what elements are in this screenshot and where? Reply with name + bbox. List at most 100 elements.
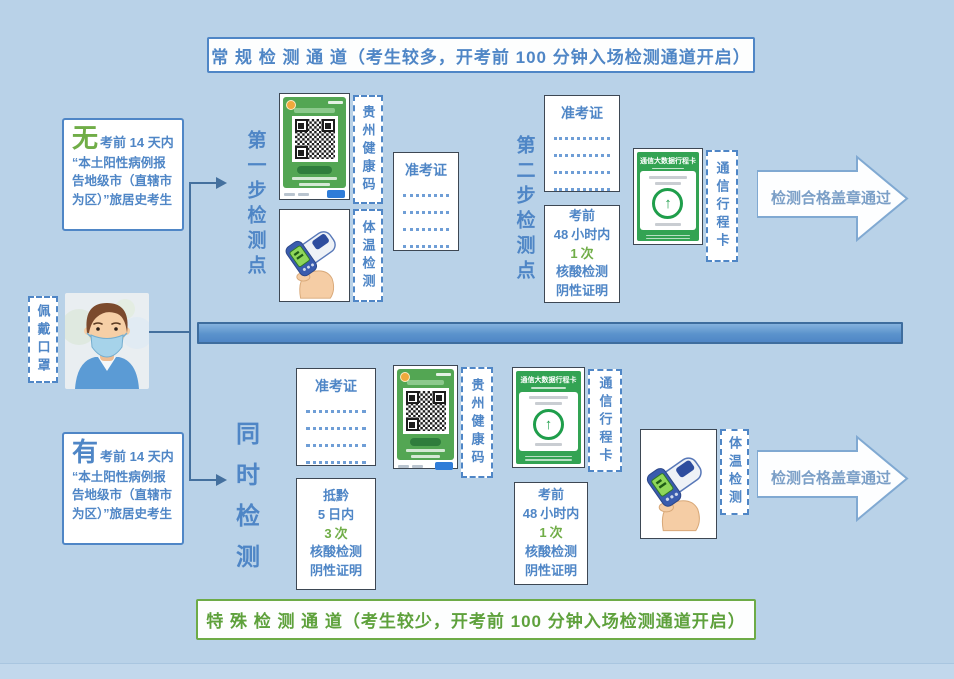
travel-arrow-glyph: ↑ (664, 195, 672, 213)
regular-channel-banner: 常 规 检 测 通 道（考生较多，开考前 100 分钟入场检测通道开启） (207, 37, 755, 73)
no-travel-history-heading: 无 考前 14 天内 (72, 124, 174, 153)
travel-card-top: 通信大数据行程卡 ↑ (633, 148, 703, 245)
subtext-bar (298, 183, 331, 186)
regular-channel-banner-text: 常 规 检 测 通 道（考生较多，开考前 100 分钟入场检测通道开启） (211, 47, 751, 67)
block-arrow-icon (757, 435, 909, 522)
footer-bar (298, 192, 309, 196)
ticket-dotted-line (403, 245, 449, 248)
step1-check-point-label: 第一步检测点 (240, 120, 270, 290)
ticket-dotted-line (554, 188, 610, 191)
pass-arrow-top-text: 检测合格盖章通过 (770, 190, 891, 207)
blue-button (327, 190, 345, 198)
arrowhead-to-simultaneous (216, 474, 227, 486)
temperature-label-top-text: 体温检测 (360, 219, 376, 292)
nat-test-name: 核酸检测 (309, 544, 362, 560)
wear-mask-label: 佩戴口罩 (28, 296, 58, 383)
no-history-description: “本土阳性病例报告地级市（直辖市为区）”旅居史考生 (72, 155, 173, 208)
has-travel-history-box: 有 考前 14 天内 “本土阳性病例报告地级市（直辖市为区）”旅居史考生 (62, 432, 184, 545)
travel-card-bottom: 通信大数据行程卡 ↑ (512, 367, 585, 468)
no-travel-history-box: 无 考前 14 天内 “本土阳性病例报告地级市（直辖市为区）”旅居史考生 (62, 118, 184, 231)
admission-ticket-title: 准考证 (315, 378, 357, 394)
avatar-dot-icon (400, 372, 410, 382)
travel-panel: ↑ (519, 391, 578, 451)
nat-test-name: 核酸检测 (555, 264, 608, 280)
health-code-screen-bottom (397, 369, 454, 460)
temperature-card-bottom (640, 429, 717, 539)
connector-top-line (189, 182, 217, 184)
title-text-bar (407, 380, 444, 385)
health-code-card-bottom (393, 365, 458, 470)
admission-ticket-card-3: 准考证 (296, 368, 376, 466)
header-text-bar (328, 101, 343, 104)
qr-pattern (294, 119, 335, 159)
simultaneous-check-label: 同时检测 (224, 419, 266, 587)
travel-panel: ↑ (640, 171, 696, 231)
ticket-dotted-line (403, 211, 449, 214)
health-code-label-bottom: 贵州健康码 (461, 367, 493, 478)
nat-window-value: 5 (317, 506, 326, 522)
panel-text-bar (655, 181, 681, 185)
panel-text-bar (649, 175, 687, 179)
pass-arrow-bottom-text: 检测合格盖章通过 (770, 470, 891, 487)
health-code-footer-top (283, 188, 346, 198)
admission-ticket-card-2: 准考证 (544, 95, 620, 192)
block-arrow-icon (757, 155, 909, 242)
travel-card-screen: 通信大数据行程卡 ↑ (637, 152, 699, 241)
travel-card-screen: 通信大数据行程卡 ↑ (516, 371, 581, 464)
scan-pill (410, 438, 441, 446)
nat-count-value: 1 (539, 525, 547, 541)
subtext-bar (411, 455, 440, 458)
special-channel-banner-text: 特 殊 检 测 通 道（考生较少，开考前 100 分钟入场检测通道开启） (206, 612, 746, 631)
pass-arrow-top: 检测合格盖章通过 (757, 155, 954, 242)
has-travel-history-heading: 有 考前 14 天内 (72, 438, 174, 467)
ticket-dotted-line (554, 171, 610, 174)
ticket-dotted-line (554, 154, 610, 157)
step2-check-point-label: 第二步检测点 (509, 120, 539, 300)
panel-text-bar (534, 443, 563, 447)
panel-text-bar (528, 396, 569, 400)
health-code-label-bottom-text: 贵州健康码 (469, 377, 485, 468)
connector-vertical-line (189, 183, 191, 481)
ticket-dotted-line (306, 410, 366, 413)
nat-count-value: 1 (570, 245, 578, 261)
keyword-none: 无 (72, 123, 99, 153)
nat-prefix: 考前 (537, 487, 564, 503)
admission-ticket-title: 准考证 (405, 162, 447, 178)
subtext-bar (405, 449, 446, 452)
has-history-timeframe: 考前 14 天内 (100, 449, 174, 464)
travel-arrow-icon: ↑ (532, 408, 564, 440)
temperature-label-bottom: 体温检测 (720, 429, 749, 515)
title-text-bar (293, 108, 336, 113)
step1-check-point-text: 第一步检测点 (244, 130, 266, 280)
bottom-edge-strip (0, 663, 954, 679)
connector-person-line (149, 331, 190, 333)
thermometer-icon (646, 457, 702, 532)
header-text-bar (436, 373, 451, 376)
has-history-description: “本土阳性病例报告地级市（直辖市为区）”旅居史考生 (72, 469, 173, 522)
ticket-dotted-line (403, 194, 449, 197)
nat-result: 阴性证明 (555, 283, 608, 299)
travel-arrow-icon: ↑ (652, 188, 684, 220)
thermometer-icon (285, 231, 336, 299)
panel-text-bar (534, 402, 563, 406)
step2-check-point-text: 第二步检测点 (513, 135, 535, 285)
temperature-label-top: 体温检测 (353, 209, 383, 302)
nat-window-unit: 小时内 (571, 226, 611, 242)
admission-ticket-title: 准考证 (561, 105, 603, 121)
travel-footer-bar (525, 459, 572, 462)
masked-student-avatar (65, 293, 149, 389)
nat-window-unit: 日内 (328, 506, 355, 522)
nat-window-value: 48 (553, 226, 569, 242)
travel-card-label-bottom-text: 通信行程卡 (597, 375, 613, 466)
ticket-dotted-line (554, 137, 610, 140)
ticket-dotted-line (306, 444, 366, 447)
footer-bar (284, 192, 295, 196)
